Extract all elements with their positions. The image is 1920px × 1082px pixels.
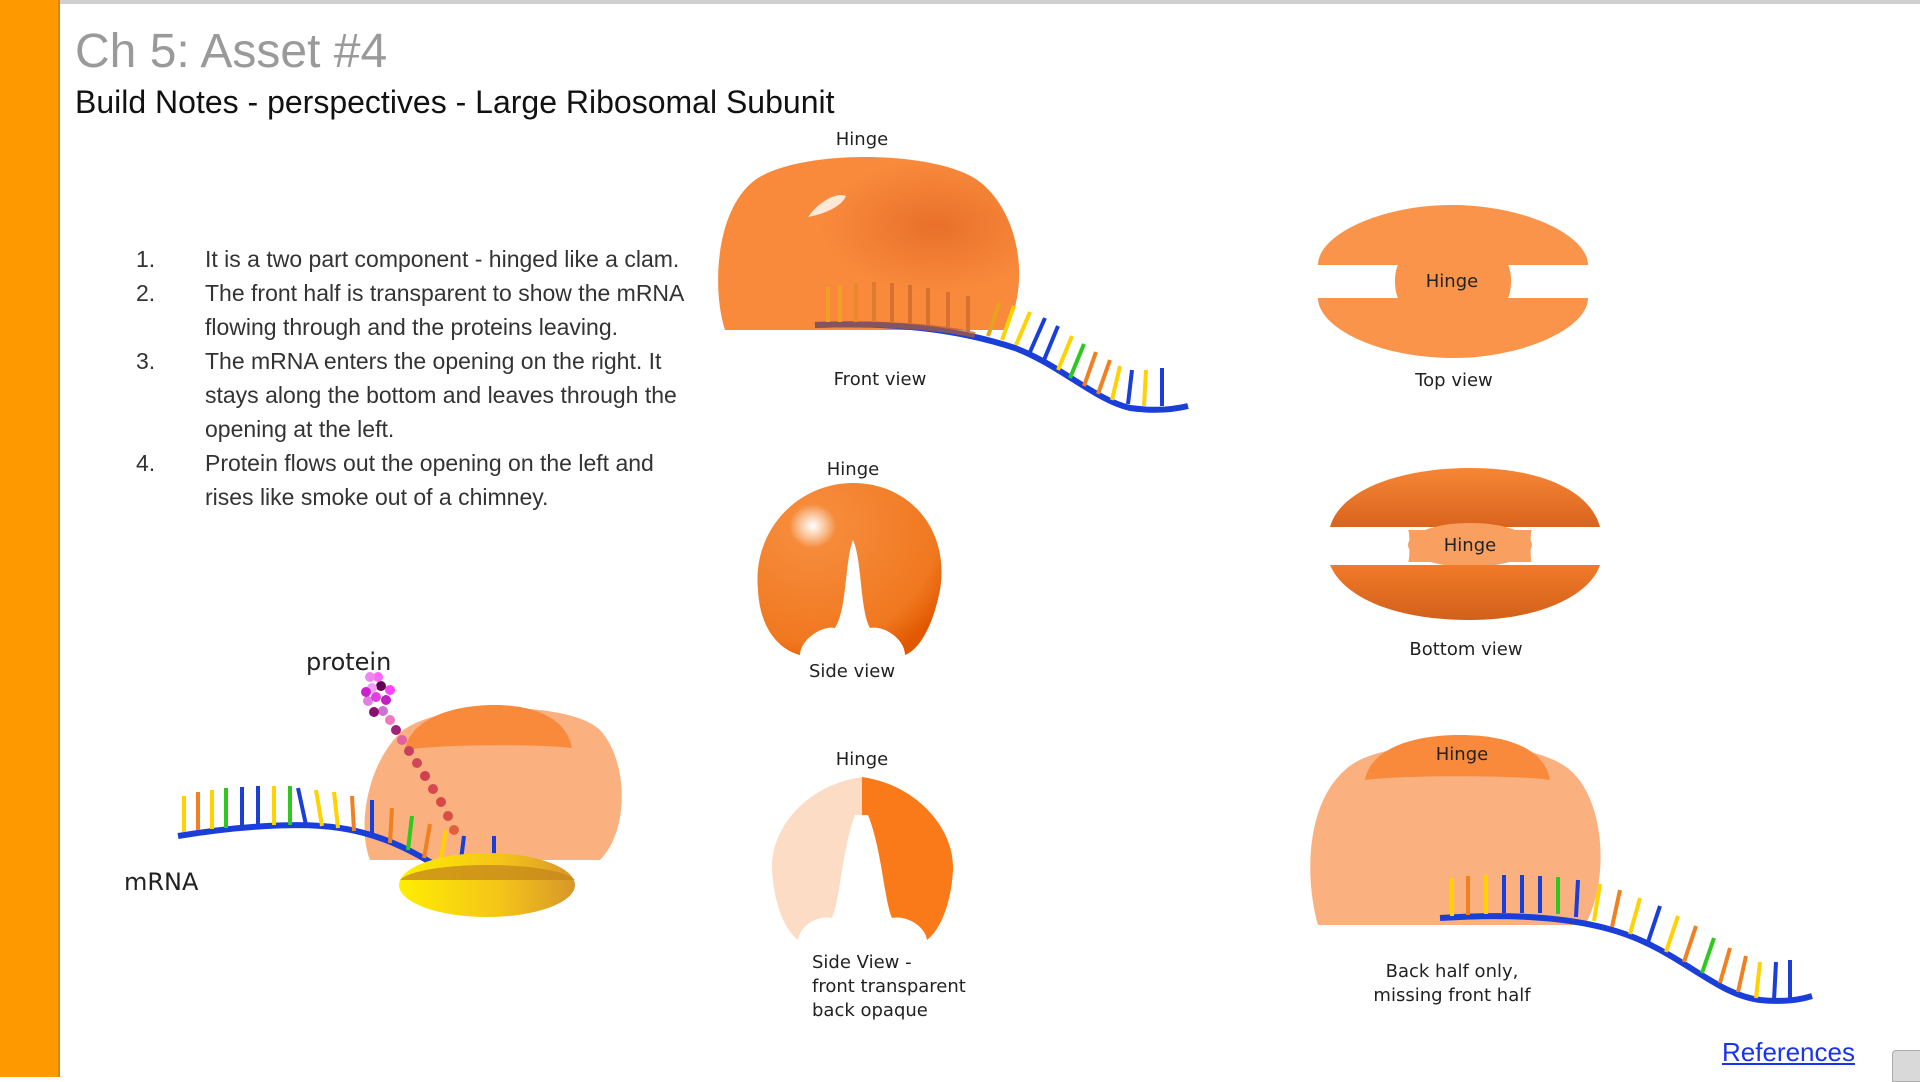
hinge-shape [1408,523,1532,567]
list-item: 3. The mRNA enters the opening on the rig… [130,344,690,446]
highlight-shape [808,194,846,217]
list-item-number: 4. [136,450,156,476]
list-item: 4. Protein flows out the opening on the l… [130,446,690,514]
back-half-ribosome-shape [1310,743,1601,925]
top-border [0,0,1920,4]
bottom-view-figure: Hinge Bottom view [1330,468,1600,660]
mrna-strand-behind [814,321,976,338]
protein-label: protein [306,648,391,676]
front-view-caption: Front view [834,369,927,390]
side-view-transparent-caption-line-1: Side View - [812,952,912,973]
hinge-label: Hinge [827,459,879,480]
opaque-back-half [862,777,954,940]
side-view-figure: Hinge Side view [757,459,942,682]
mrna-strand [1439,913,1813,1004]
page-subtitle: Build Notes - perspectives - Large Ribos… [75,84,835,120]
protein-chain [361,672,459,835]
bottom-view-caption: Bottom view [1409,639,1522,660]
hinge-label: Hinge [836,129,888,150]
transparent-front-half [771,777,862,940]
list-item: 1. It is a two part component - hinged li… [130,242,690,276]
mrna-label: mRNA [124,868,199,896]
accent-sidebar-bar [0,0,60,1077]
side-view-transparent-caption-line-3: back opaque [812,1000,928,1021]
corner-tool-button[interactable] [1892,1050,1920,1082]
hinge-shape [1365,735,1550,780]
back-half-figure: Hinge Back half only, missing front h [1310,735,1813,1006]
bottom-view-lower-band [1330,565,1600,620]
mrna-bases [826,282,1164,407]
mrna-bases [182,786,496,870]
list-item: 2. The front half is transparent to show … [130,276,690,344]
list-item-text: The mRNA enters the opening on the right… [205,348,677,442]
hinge-label: Hinge [1436,744,1488,765]
top-view-figure: Hinge Top view [1318,205,1588,391]
side-view-ribosome-shape [757,483,942,655]
hinge-shape [405,705,572,750]
side-view-transparent-figure: Hinge Side View - front transparent back… [771,749,966,1021]
back-half-caption-line-1: Back half only, [1386,961,1519,982]
build-notes-list: 1. It is a two part component - hinged li… [130,242,690,514]
list-item-number: 2. [136,280,156,306]
references-link[interactable]: References [1722,1037,1855,1067]
list-item-text: Protein flows out the opening on the lef… [205,450,654,510]
list-item-number: 1. [136,246,156,272]
mrna-bases [1450,875,1792,1001]
side-view-transparent-caption-line-2: front transparent [812,976,966,997]
hinge-label: Hinge [836,749,888,770]
side-view-caption: Side view [809,661,895,682]
front-view-figure: Hinge F [718,129,1189,413]
hinge-label: Hinge [1444,535,1496,556]
small-subunit-shape [399,853,575,917]
assembled-ribosome-figure: protein mRNA [124,648,622,917]
list-item-text: It is a two part component - hinged like… [205,246,680,272]
top-view-ribosome-shape [1318,205,1588,358]
page-title: Ch 5: Asset #4 [75,25,388,78]
front-view-ribosome-shape [718,156,1020,330]
list-item-number: 3. [136,348,156,374]
small-subunit-top-shape [400,865,575,880]
list-item-text: The front half is transparent to show th… [205,280,684,340]
hinge-label: Hinge [1426,271,1478,292]
back-half-caption-line-2: missing front half [1373,985,1531,1006]
bottom-view-upper-band [1330,468,1600,527]
top-view-caption: Top view [1414,370,1493,391]
